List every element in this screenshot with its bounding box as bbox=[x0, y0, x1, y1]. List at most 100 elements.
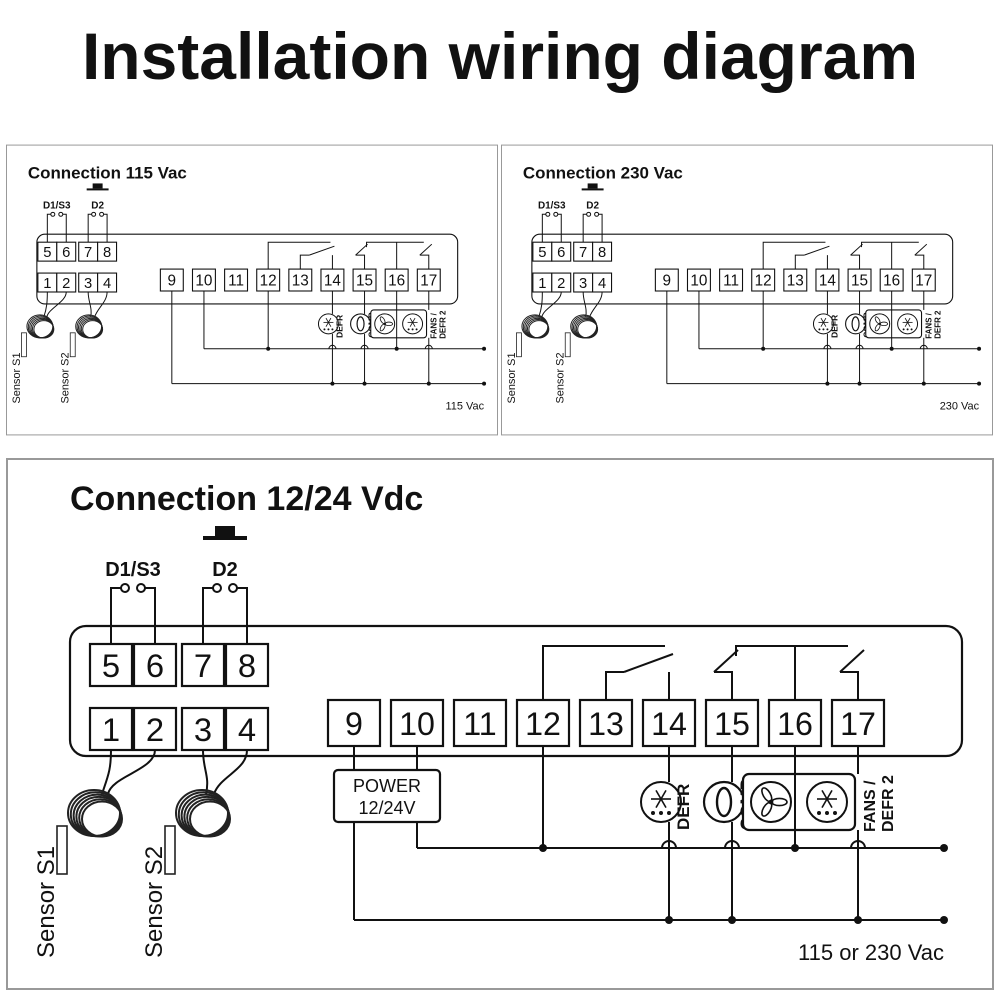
snowflake-arm bbox=[826, 798, 833, 809]
terminal-label: 14 bbox=[819, 273, 837, 290]
panel-title: Connection 12/24 Vdc bbox=[70, 480, 423, 518]
terminal-1 bbox=[88, 706, 134, 752]
drop bbox=[826, 328, 829, 331]
terminal-label: 17 bbox=[915, 273, 932, 290]
wire-crossover bbox=[823, 344, 832, 349]
terminal-label: 1 bbox=[43, 276, 51, 292]
snowflake-arm bbox=[409, 317, 413, 323]
fan-blade bbox=[384, 321, 394, 327]
relay-common-wire bbox=[542, 645, 665, 700]
junction-dot bbox=[977, 381, 982, 386]
panel-title: Connection 115 Vac bbox=[28, 163, 187, 182]
terminal-9 bbox=[326, 698, 382, 748]
fan-icon bbox=[374, 313, 396, 335]
terminal-8 bbox=[97, 241, 118, 262]
junction-dot bbox=[665, 916, 673, 924]
d2-contact bbox=[594, 211, 600, 217]
sensor-s2-label: Sensor S2 bbox=[60, 352, 72, 403]
terminal-6 bbox=[551, 241, 572, 262]
d1s3-label: D1/S3 bbox=[538, 200, 566, 211]
sensor-s2-coil bbox=[564, 314, 599, 358]
junction-dot bbox=[394, 346, 399, 351]
terminal-label: 15 bbox=[714, 706, 750, 742]
relay-wire bbox=[605, 671, 624, 700]
probe-tip bbox=[564, 332, 571, 358]
terminal-label: 12 bbox=[260, 273, 277, 290]
panel-title: Connection 230 Vac bbox=[523, 163, 683, 182]
terminal-label: 8 bbox=[598, 245, 606, 261]
coil-loop bbox=[189, 800, 231, 838]
defrost-icon bbox=[640, 781, 682, 823]
sensor-s1-lead bbox=[46, 291, 67, 318]
snowflake-arm bbox=[655, 798, 662, 809]
d1s3-contact bbox=[50, 211, 56, 217]
drop bbox=[407, 328, 410, 331]
d1s3-label: D1/S3 bbox=[43, 200, 71, 211]
pushbutton-icon bbox=[587, 183, 598, 189]
terminal-17 bbox=[830, 698, 886, 748]
sensor-s1-label: Sensor S1 bbox=[33, 846, 60, 958]
sensor-s2-coil bbox=[69, 314, 104, 358]
probe-tip bbox=[56, 825, 68, 875]
terminal-label: 7 bbox=[579, 245, 587, 261]
terminal-label: 16 bbox=[883, 273, 900, 290]
snowflake-arm bbox=[820, 322, 824, 327]
defr-label: DEFR bbox=[334, 315, 344, 338]
terminal-label: 4 bbox=[598, 276, 606, 292]
relay-common-wire bbox=[762, 241, 826, 270]
sensor-s1-lead bbox=[43, 291, 48, 318]
sensor-s1-lead bbox=[101, 749, 112, 795]
relay-contact bbox=[713, 649, 739, 673]
sensor-s1-label: Sensor S1 bbox=[506, 352, 518, 403]
terminal-label: 12 bbox=[755, 273, 772, 290]
compressor-icon-core bbox=[851, 316, 860, 332]
sensor-s2-label: Sensor S2 bbox=[141, 846, 168, 958]
relay-wire bbox=[861, 241, 919, 248]
fan-icon bbox=[869, 313, 891, 335]
defr2-label: DEFR 2 bbox=[933, 310, 942, 339]
probe-tip bbox=[21, 332, 27, 358]
probe-tip bbox=[164, 825, 176, 875]
terminal-8 bbox=[592, 241, 613, 262]
defr2-label: DEFR 2 bbox=[438, 310, 447, 339]
d1s3-label: D1/S3 bbox=[105, 559, 161, 581]
terminal-label: 3 bbox=[84, 276, 92, 292]
wire-crossover bbox=[724, 840, 740, 849]
terminal-label: 5 bbox=[538, 245, 546, 261]
d2-contact bbox=[228, 583, 238, 593]
drop bbox=[825, 811, 829, 815]
wire-crossover bbox=[661, 840, 677, 849]
terminal-label: 10 bbox=[399, 706, 435, 742]
relay-contact bbox=[850, 243, 863, 256]
terminal-label: 7 bbox=[84, 245, 92, 261]
defr-label: DEFR bbox=[674, 784, 693, 830]
relay-wire bbox=[299, 254, 310, 270]
terminal-7 bbox=[180, 642, 226, 688]
compressor-icon-core bbox=[356, 316, 365, 332]
fan-hub bbox=[383, 322, 386, 326]
drop bbox=[331, 328, 334, 331]
relay-contact bbox=[419, 243, 433, 256]
d2-label: D2 bbox=[586, 200, 599, 211]
wire-crossover bbox=[850, 840, 866, 849]
relay-wire bbox=[366, 241, 424, 248]
d1s3-contact bbox=[120, 583, 130, 593]
terminal-label: 1 bbox=[102, 711, 120, 748]
snowflake-arm bbox=[821, 789, 828, 800]
d2-contact bbox=[586, 211, 592, 217]
terminal-label: 13 bbox=[787, 273, 804, 290]
d2-contact bbox=[91, 211, 97, 217]
terminal-label: 16 bbox=[388, 273, 405, 290]
terminal-label: 6 bbox=[62, 245, 70, 261]
fans-label: FANS / bbox=[430, 312, 439, 338]
drop bbox=[651, 811, 655, 815]
terminal-label: 8 bbox=[238, 647, 256, 684]
fans-label: FANS / bbox=[925, 312, 934, 338]
defrost-icon-ring bbox=[806, 781, 848, 823]
sensor-s1-lead bbox=[107, 749, 156, 795]
snowflake-arm bbox=[904, 322, 908, 327]
junction-dot bbox=[825, 381, 830, 386]
sensor-s1-label: Sensor S1 bbox=[11, 352, 23, 403]
sensor-s1-lead bbox=[541, 291, 562, 318]
terminal-label: 15 bbox=[356, 273, 373, 290]
